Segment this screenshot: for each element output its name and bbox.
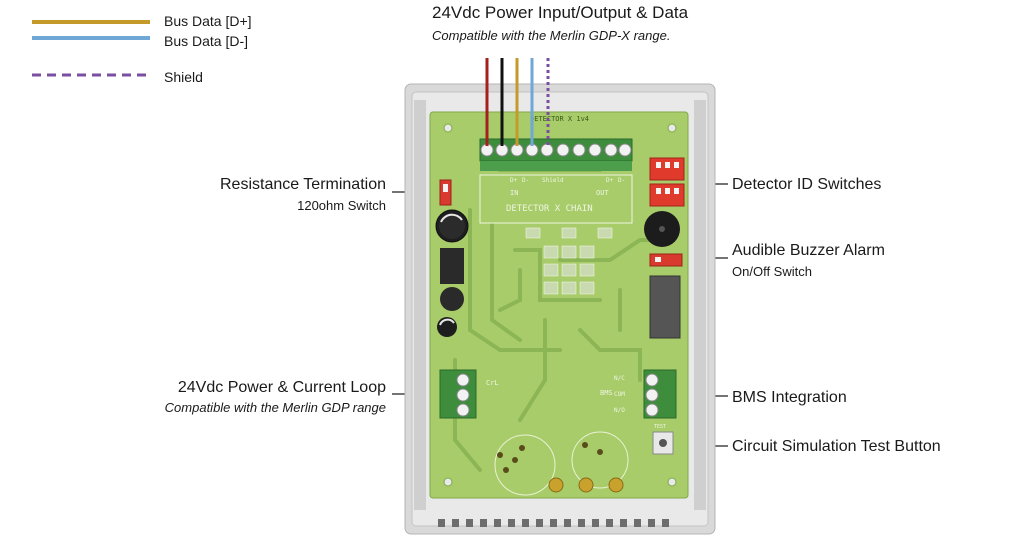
- buzzer-switch: [649, 253, 683, 267]
- bms-terminal-screws: [645, 373, 659, 417]
- callout-test-button-title: Circuit Simulation Test Button: [732, 438, 941, 455]
- sensor-outline-2: [571, 431, 629, 489]
- silk-label-bms: BMS: [600, 389, 613, 397]
- inductor: [440, 248, 464, 284]
- legend-label-shield: Shield: [164, 69, 203, 85]
- silk-bms-no: N/O: [614, 407, 625, 414]
- callout-power-subtitle: Compatible with the Merlin GDP range: [164, 400, 386, 415]
- silk-label-out: OUT: [596, 189, 609, 197]
- silk-title: DETECTOR X CHAIN: [506, 204, 593, 214]
- mounting-holes: [443, 123, 677, 487]
- detector-id-switch-2: [649, 183, 685, 207]
- silk-label-d-plus-in: D+: [510, 177, 518, 184]
- termination-switch: [439, 179, 452, 206]
- callout-detector-id-title: Detector ID Switches: [732, 176, 882, 193]
- silk-bms-nc: N/C: [614, 375, 625, 382]
- callout-bms-title: BMS Integration: [732, 389, 847, 406]
- gold-pads: [548, 477, 624, 493]
- silk-label-shield: Shield: [542, 177, 564, 184]
- silk-label-d-minus-out: D-: [618, 177, 625, 184]
- callout-resistance-subtitle: 120ohm Switch: [297, 198, 386, 213]
- silk-label-test: TEST: [654, 424, 666, 430]
- top-terminal-lower: [480, 161, 632, 171]
- power-terminal-screws: [456, 373, 470, 417]
- silk-bms-com: COM: [614, 391, 625, 398]
- detector-id-switch-1: [649, 157, 685, 181]
- termination-switch-lever: [443, 184, 448, 192]
- component-grid: [525, 227, 613, 295]
- enclosure-vents: [438, 519, 669, 527]
- enclosure-side-right: [694, 100, 706, 510]
- callout-resistance-title: Resistance Termination: [219, 176, 386, 193]
- top-callout-title: 24Vdc Power Input/Output & Data: [432, 3, 689, 22]
- enclosure-side-left: [414, 100, 426, 510]
- input-wires: [485, 58, 550, 146]
- pcb-vias: [497, 442, 603, 473]
- legend-label-d-minus: Bus Data [D-]: [164, 33, 249, 49]
- pcb-header-text: DETECTOR X 1v4: [530, 115, 589, 123]
- legend-swatches: [32, 20, 150, 77]
- silk-label-cl: CrL: [486, 379, 499, 387]
- silk-label-d-plus-out: D+: [606, 177, 614, 184]
- capacitor-medium: [440, 287, 464, 311]
- silk-label-in: IN: [510, 189, 518, 197]
- sensor-outline: [494, 434, 556, 496]
- pcb-board: [429, 111, 689, 499]
- detector-id-switch-levers: [656, 162, 679, 194]
- silkscreen-box: [479, 174, 633, 224]
- callout-power-title: 24Vdc Power & Current Loop: [177, 379, 386, 396]
- legend-label-d-plus: Bus Data [D+]: [164, 13, 252, 29]
- callout-buzzer-title: Audible Buzzer Alarm: [732, 242, 885, 259]
- top-callout-subtitle: Compatible with the Merlin GDP-X range.: [432, 28, 671, 43]
- callout-buzzer-subtitle: On/Off Switch: [732, 264, 812, 279]
- silk-label-d-minus-in: D-: [522, 177, 529, 184]
- top-terminal-screws: [480, 143, 632, 157]
- relay: [649, 275, 681, 339]
